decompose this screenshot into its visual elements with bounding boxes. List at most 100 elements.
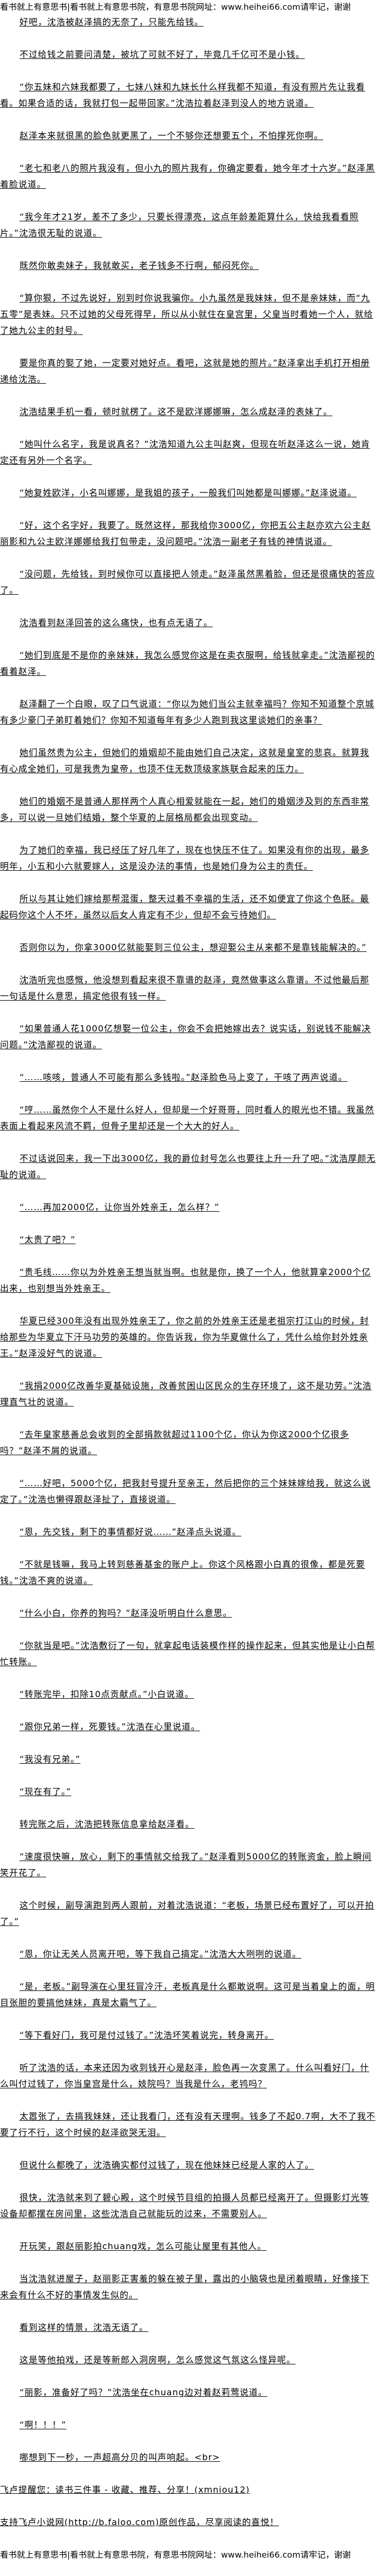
paragraph-link-text[interactable]: “她们到底是不是你的亲妹妹，我怎么感觉你这是在卖衣服啊，给钱就拿走。”沈浩鄙视的… [0, 650, 375, 676]
story-paragraph: “……好吧，5000个亿，把我封号提升至亲王，然后把你的三个妹妹嫁给我，就这么说… [0, 1475, 377, 1508]
story-paragraph: “她叫什么名字，我是说真名？”沈浩知道九公主叫赵爽，但现在听赵泽这么一说，她肯定… [0, 436, 377, 469]
paragraph-link-text[interactable]: 好吧，沈浩被赵泽搞的无奈了，只能先给钱。 [19, 17, 204, 27]
paragraph-link-text[interactable]: “如果普通人花1000亿想娶一位公主，你会不会把她嫁出去？说实话，别说钱不能解决… [0, 1023, 371, 1050]
paragraph-link-text[interactable]: “不就是钱嘛，我马上转到慈善基金的账户上。你这个风格跟小白真的很像，都是死要钱。… [0, 1559, 365, 1586]
paragraph-link-text[interactable]: “好，这个名字好，我要了。既然这样，那我给你3000亿，你把五公主赵亦欢六公主赵… [0, 520, 371, 547]
paragraph-link-text[interactable]: 沈浩听完也感慨，他没想到看起来很不靠谱的赵泽，竟然做事这么靠谱。不过他最后那一句… [0, 975, 370, 1001]
paragraph-link-text[interactable]: “我没有兄弟。” [19, 1754, 81, 1764]
story-paragraph: 这个时候，副导演跑到两人跟前，对着沈浩说道：“老板，场景已经布置好了，可以开拍了… [0, 1897, 377, 1930]
paragraph-link-text[interactable]: “跟你兄弟一样，死要钱。”沈浩在心里说道。 [19, 1721, 200, 1732]
paragraph-link-text[interactable]: 她们的婚姻不是普通人那样两个人真心相爱就能在一起，她们的婚姻涉及到的东西非常多，… [0, 796, 370, 823]
story-paragraph: “……咳咳，普通人不可能有那么多钱啦。”赵泽脸色马上变了，干咳了两声说道。 [0, 1069, 377, 1086]
paragraph-link-text[interactable]: 当沈浩就进屋子，赵丽影正害羞的躲在被子里，露出的小脑袋也是闭着眼睛，好像接下来会… [0, 2273, 370, 2300]
chapter-content: 好吧，沈浩被赵泽搞的无奈了，只能先给钱。不过给钱之前要问清楚，被坑了可就不好了，… [0, 14, 379, 2531]
paragraph-link-text[interactable]: “……好吧，5000个亿，把我封号提升至亲王，然后把你的三个妹妹嫁给我，就这么说… [0, 1478, 371, 1504]
site-notice-link[interactable]: 飞卢提醒您：读书三件事 - 收藏、推荐、分享！(xmniou12) [0, 2485, 250, 2495]
story-paragraph: “去年皇家慈善总会收到的全部捐款就超过1100个亿，你认为你这2000个亿很多吗… [0, 1427, 377, 1459]
paragraph-link-text[interactable]: “等下看好门，我可是付过钱了。”沈浩坏笑着说完，转身离开。 [19, 2030, 274, 2040]
paragraph-link-text[interactable]: “啊！！！” [19, 2420, 67, 2430]
paragraph-link-text[interactable]: 赵泽本来就很黑的脸色就更黑了，一个不够你还想要五个，不怕撑死你啊。 [19, 130, 324, 141]
paragraph-link-text[interactable]: 但说什么都晚了，沈浩确实都付过钱了，现在他妹妹已经是人家的人了。 [19, 2160, 315, 2170]
story-paragraph: “贵毛线……你以为外姓亲王想当就当啊。也就是你，换了一个人，他就算拿2000个亿… [0, 1264, 377, 1297]
paragraph-link-text[interactable]: “你五妹和六妹我都要了，七妹八妹和九妹长什么样我都不知道，有没有照片先让我看看。… [0, 82, 365, 108]
story-paragraph: “速度很快嘛，放心，剩下的事情就交给我了。”赵泽看到5000亿的转账资金，脸上瞬… [0, 1849, 377, 1881]
paragraph-link-text[interactable]: 否则你以为，你拿3000亿就能娶到三位公主，想迎娶公主从来都不是靠钱能解决的。” [19, 942, 367, 952]
story-paragraph: 看到这样的情景，沈浩无语了。 [0, 2319, 377, 2336]
paragraph-link-text[interactable]: “恩，你让无关人员离开吧，等下我自己搞定。”沈浩大大咧咧的说道。 [19, 1949, 302, 1959]
story-paragraph: 哪想到下一秒，一声超高分贝的叫声响起。<br> [0, 2449, 377, 2466]
paragraph-link-text[interactable]: “哼……虽然你个人不是什么好人，但却是一个好哥哥，同时看人的眼光也不错。我虽然表… [0, 1105, 375, 1131]
paragraph-link-text[interactable]: 既然你敢卖妹子，我就敢买，老子钱多不行啊，郁闷死你。 [19, 260, 259, 271]
story-paragraph: 要是你真的娶了她，一定要对她好点。看吧，这就是她的照片。”赵泽拿出手机打开相册递… [0, 355, 377, 387]
story-paragraph: “等下看好门，我可是付过钱了。”沈浩坏笑着说完，转身离开。 [0, 2027, 377, 2043]
paragraph-link-text[interactable]: 华夏已经300年没有出现外姓亲王了，你之前的外姓亲王还是老祖宗打江山的时候，封给… [0, 1316, 369, 1358]
story-paragraph: “转账完毕，扣除10点贡献点。”小白说道。 [0, 1686, 377, 1703]
paragraph-link-text[interactable]: 听了沈浩的话，本来还因为收到钱开心是赵泽，脸色再一次变黑了。什么叫看好门，什么叫… [0, 2062, 370, 2089]
paragraph-link-text[interactable]: 太嚣张了，去搞我妹妹，还让我看门，还有没有天理啊。钱多了不起0.7啊，大不了我不… [0, 2111, 376, 2138]
paragraph-link-text[interactable]: 赵泽翻了一个白眼，叹了口气说道：“你以为她们当公主就幸福吗？你知不知道整个京城有… [0, 699, 375, 725]
paragraph-link-text[interactable]: “……咳咳，普通人不可能有那么多钱啦。”赵泽脸色马上变了，干咳了两声说道。 [19, 1072, 348, 1082]
paragraph-link-text[interactable]: “丽影，准备好了吗？”沈浩坐在chuang边对着赵莉莺说道。 [19, 2387, 267, 2397]
site-notice: 飞卢提醒您：读书三件事 - 收藏、推荐、分享！(xmniou12) [0, 2482, 377, 2498]
story-paragraph: 当沈浩就进屋子，赵丽影正害羞的躲在被子里，露出的小脑袋也是闭着眼睛，好像接下来会… [0, 2271, 377, 2303]
story-paragraph: 沈浩看到赵泽回答的这么痛快，也有点无语了。 [0, 615, 377, 631]
story-paragraph: “不就是钱嘛，我马上转到慈善基金的账户上。你这个风格跟小白真的很像，都是死要钱。… [0, 1556, 377, 1589]
site-notice-link[interactable]: 支持飞卢小说网(http://b.faloo.com)原创作品，尽享阅读的喜悦！ [0, 2517, 279, 2527]
paragraph-link-text[interactable]: “现在有了。” [19, 1786, 71, 1797]
paragraph-link-text[interactable]: 要是你真的娶了她，一定要对她好点。看吧，这就是她的照片。”赵泽拿出手机打开相册递… [0, 358, 370, 384]
paragraph-link-text[interactable]: 沈浩结果手机一看，顿时就楞了。这不是欧洋娜娜嘛，怎么成赵泽的表妹了。 [19, 406, 333, 417]
paragraph-link-text[interactable]: “老七和老八的照片我没有，但小九的照片我有，你确定要看，她今年才十六岁。”赵泽黑… [0, 163, 375, 189]
paragraph-link-text[interactable]: 不过话说回来，我一下出3000亿，我的爵位封号怎么也要往上升一升了吧。”沈浩厚颜… [0, 1153, 376, 1180]
paragraph-link-text[interactable]: “贵毛线……你以为外姓亲王想当就当啊。也就是你，换了一个人，他就算拿2000个亿… [0, 1267, 371, 1293]
story-paragraph: “跟你兄弟一样，死要钱。”沈浩在心里说道。 [0, 1719, 377, 1735]
story-paragraph: 沈浩听完也感慨，他没想到看起来很不靠谱的赵泽，竟然做事这么靠谱。不过他最后那一句… [0, 972, 377, 1004]
story-paragraph: “好，这个名字好，我要了。既然这样，那我给你3000亿，你把五公主赵亦欢六公主赵… [0, 517, 377, 550]
story-paragraph: “……再加2000亿，让你当外姓亲王，怎么样？” [0, 1199, 377, 1215]
paragraph-link-text[interactable]: “我捐2000亿改善华夏基础设施，改善贫困山区民众的生存环境了，这不是功劳。”沈… [0, 1381, 372, 1407]
paragraph-link-text[interactable]: 她们虽然贵为公主，但她们的婚姻却不能由她们自己决定，这就是皇室的悲哀。就算我有心… [0, 747, 370, 774]
story-paragraph: “我今年才21岁，差不了多少，只要长得漂亮，这点年龄差距算什么，快给我看看照片。… [0, 209, 377, 241]
story-paragraph: “恩，先交钱，剩下的事情都好说……”赵泽点头说道。 [0, 1524, 377, 1540]
paragraph-link-text[interactable]: 所以与其让她们嫁给那帮混蛋，整天过着不幸福的生活，还不如便宜了你这个色胚。最起码… [0, 893, 370, 920]
story-paragraph: 转完账之后，沈浩把转账信息拿给赵泽看。 [0, 1816, 377, 1832]
story-paragraph: 不过给钱之前要问清楚，被坑了可就不好了，毕竟几千亿可不是小钱。 [0, 47, 377, 63]
paragraph-link-text[interactable]: “什么小白，你养的狗吗？”赵泽没听明白什么意思。 [19, 1608, 232, 1618]
paragraph-link-text[interactable]: “去年皇家慈善总会收到的全部捐款就超过1100个亿，你认为你这2000个亿很多吗… [0, 1429, 349, 1456]
story-paragraph: “啊！！！” [0, 2417, 377, 2433]
story-paragraph: 她们的婚姻不是普通人那样两个人真心相爱就能在一起，她们的婚姻涉及到的东西非常多，… [0, 793, 377, 826]
story-paragraph: “太贵了吧？” [0, 1232, 377, 1248]
paragraph-link-text[interactable]: “转账完毕，扣除10点贡献点。”小白说道。 [19, 1689, 194, 1699]
paragraph-link-text[interactable]: 很快，沈浩就来到了碧心殿，这个时候节目组的拍摄人员都已经离开了。但摄影灯光等设备… [0, 2192, 370, 2219]
paragraph-link-text[interactable]: “速度很快嘛，放心，剩下的事情就交给我了。”赵泽看到5000亿的转账资金，脸上瞬… [0, 1851, 372, 1878]
paragraph-link-text[interactable]: 沈浩看到赵泽回答的这么痛快，也有点无语了。 [19, 617, 213, 628]
paragraph-link-text[interactable]: “是，老板。”副导演在心里狂冒冷汗，老板真是什么都敢说啊。这可是当着皇上的面，明… [0, 1981, 375, 2008]
story-paragraph: “算你狠，不过先说好，别到时你说我骗你。小九虽然是我妹妹，但不是亲妹妹，而“九五… [0, 290, 377, 339]
paragraph-link-text[interactable]: 这个时候，副导演跑到两人跟前，对着沈浩说道：“老板，场景已经布置好了，可以开拍了… [0, 1900, 375, 1927]
story-paragraph: “你就当是吧。”沈浩敷衍了一句，就拿起电话装模作样的操作起来，但其实他是让小白帮… [0, 1638, 377, 1670]
paragraph-link-text[interactable]: “恩，先交钱，剩下的事情都好说……”赵泽点头说道。 [19, 1527, 241, 1537]
story-paragraph: “丽影，准备好了吗？”沈浩坐在chuang边对着赵莉莺说道。 [0, 2384, 377, 2401]
story-paragraph: 赵泽本来就很黑的脸色就更黑了，一个不够你还想要五个，不怕撑死你啊。 [0, 128, 377, 144]
story-paragraph: “我捐2000亿改善华夏基础设施，改善贫困山区民众的生存环境了，这不是功劳。”沈… [0, 1378, 377, 1410]
paragraph-link-text[interactable]: 开玩笑，跟赵丽影拍chuang戏，怎么可能让屋里有其他人。 [19, 2241, 267, 2251]
story-paragraph: “恩，你让无关人员离开吧，等下我自己搞定。”沈浩大大咧咧的说道。 [0, 1946, 377, 1962]
paragraph-link-text[interactable]: “太贵了吧？” [19, 1234, 76, 1245]
story-paragraph: 华夏已经300年没有出现外姓亲王了，你之前的外姓亲王还是老祖宗打江山的时候，封给… [0, 1313, 377, 1362]
paragraph-link-text[interactable]: “没问题，先给钱，到时候你可以直接把人领走。”赵泽虽然黑着脸，但还是很痛快的答应… [0, 569, 375, 595]
paragraph-link-text[interactable]: 为了她们的幸福，我已经压了好几年了，现在也快压不住了。如果没有你的出现，最多明年… [0, 845, 370, 871]
paragraph-link-text[interactable]: 不过给钱之前要问清楚，被坑了可就不好了，毕竟几千亿可不是小钱。 [19, 49, 305, 60]
paragraph-link-text[interactable]: “我今年才21岁，差不了多少，只要长得漂亮，这点年龄差距算什么，快给我看看照片。… [0, 212, 359, 238]
paragraph-link-text[interactable]: 看到这样的情景，沈浩无语了。 [19, 2322, 149, 2332]
paragraph-link-text[interactable]: “她复姓欧洋，小名叫娜娜，是我姐的孩子，一般我们叫她都是叫娜娜。”赵泽说道。 [19, 488, 357, 498]
paragraph-link-text[interactable]: “……再加2000亿，让你当外姓亲王，怎么样？” [19, 1202, 220, 1212]
paragraph-link-text[interactable]: 哪想到下一秒，一声超高分贝的叫声响起。<br> [19, 2452, 220, 2462]
paragraph-link-text[interactable]: 转完账之后，沈浩把转账信息拿给赵泽看。 [19, 1819, 195, 1829]
story-paragraph: “她复姓欧洋，小名叫娜娜，是我姐的孩子，一般我们叫她都是叫娜娜。”赵泽说道。 [0, 485, 377, 501]
paragraph-link-text[interactable]: “她叫什么名字，我是说真名？”沈浩知道九公主叫赵爽，但现在听赵泽这么一说，她肯定… [0, 439, 370, 465]
paragraph-link-text[interactable]: “算你狠，不过先说好，别到时你说我骗你。小九虽然是我妹妹，但不是亲妹妹，而“九五… [0, 293, 374, 336]
site-banner: 看书就上有意思书|看书就上有意思书院，有意思书院网址：www.heihei66.… [0, 2, 351, 12]
story-paragraph: “我没有兄弟。” [0, 1751, 377, 1767]
paragraph-link-text[interactable]: “你就当是吧。”沈浩敷衍了一句，就拿起电话装模作样的操作起来，但其实他是让小白帮… [0, 1640, 375, 1667]
story-paragraph: 沈浩结果手机一看，顿时就楞了。这不是欧洋娜娜嘛，怎么成赵泽的表妹了。 [0, 404, 377, 420]
paragraph-link-text[interactable]: 这是等他拍戏，还是等新郎入洞房啊，怎么感觉这气氛这么怪异呢。 [19, 2355, 296, 2365]
